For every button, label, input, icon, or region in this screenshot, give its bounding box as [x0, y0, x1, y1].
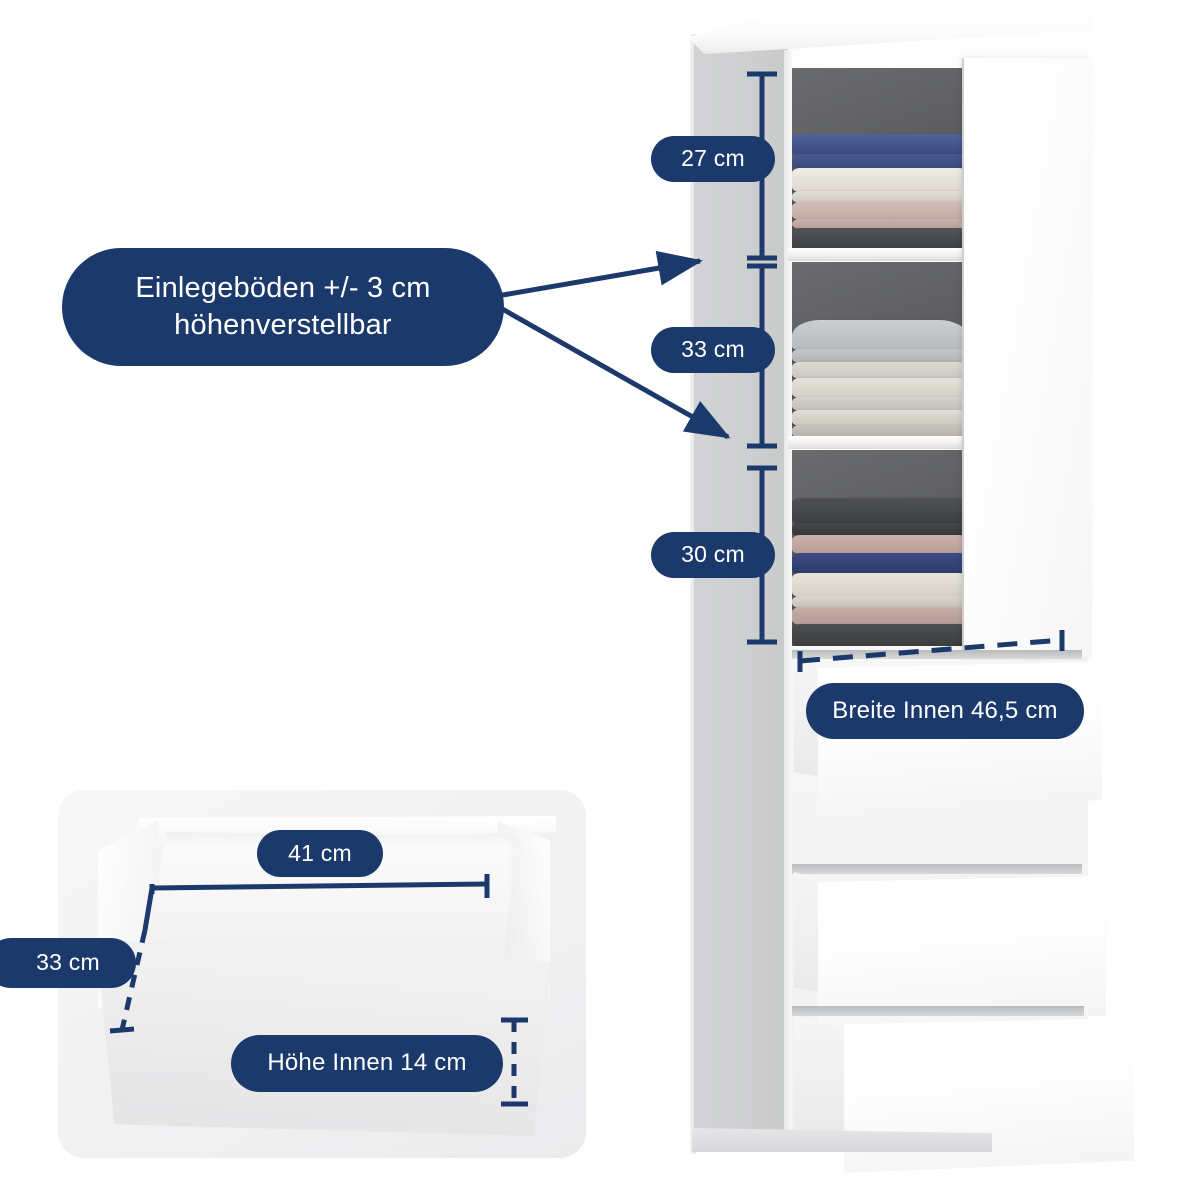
folded-item: [792, 228, 967, 250]
leader-arrow-upper-shelf: [496, 250, 703, 299]
folded-item: [792, 535, 967, 554]
folded-item: [792, 397, 967, 411]
folded-item: [792, 202, 967, 220]
folded-item: [792, 191, 967, 203]
folded-item: [792, 168, 967, 192]
cabinet-side-edge: [690, 34, 696, 1154]
textile-stack-middle: [792, 320, 967, 438]
cabinet-door[interactable]: [964, 58, 1092, 658]
folded-item: [792, 219, 967, 229]
folded-item: [792, 134, 967, 155]
shelf-board-lower: [788, 436, 972, 449]
textile-stack-top: [792, 134, 967, 250]
folded-item: [792, 349, 967, 363]
folded-item: [792, 607, 967, 625]
compartment-top: [792, 68, 967, 250]
callout-30cm: 30 cm: [651, 532, 775, 578]
folded-item: [792, 320, 967, 350]
cabinet-illustration: [676, 6, 1134, 1173]
callout-shelf-adjustable: Einlegeböden +/- 3 cm höhenverstellbar: [62, 248, 504, 366]
cabinet-side-panel: [694, 36, 790, 1152]
callout-drawer-inner-height: Höhe Innen 14 cm: [231, 1035, 503, 1092]
cabinet-front-edge: [784, 50, 792, 1146]
folded-item: [792, 573, 967, 597]
folded-item: [792, 523, 967, 536]
compartment-bottom: [792, 450, 967, 646]
folded-item: [792, 362, 967, 379]
callout-33cm: 33 cm: [651, 327, 775, 373]
folded-item: [792, 596, 967, 608]
drawer-gap: [792, 650, 1082, 659]
textile-stack-bottom: [792, 498, 967, 646]
callout-drawer-width: 41 cm: [257, 830, 383, 877]
folded-item: [792, 553, 967, 574]
folded-item: [792, 154, 967, 169]
folded-item: [792, 425, 967, 438]
folded-item: [792, 624, 967, 646]
folded-item: [792, 410, 967, 426]
drawer-front-2[interactable]: [818, 876, 1106, 1028]
drawer-gap: [792, 1006, 1084, 1016]
drawer-gap: [792, 864, 1082, 874]
shelf-board-upper: [788, 248, 972, 261]
callout-inner-width: Breite Innen 46,5 cm: [806, 683, 1084, 739]
callout-27cm: 27 cm: [651, 136, 775, 182]
compartment-middle: [792, 262, 967, 438]
folded-item: [792, 498, 967, 524]
folded-item: [792, 378, 967, 398]
callout-drawer-depth: 33 cm: [0, 938, 136, 988]
